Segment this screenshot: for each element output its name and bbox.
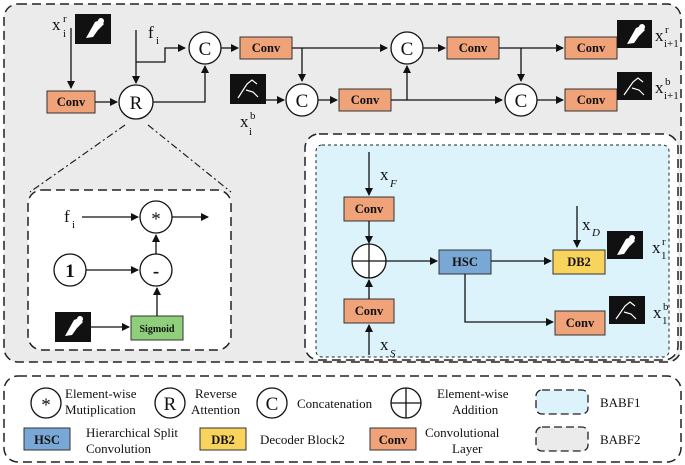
babf1-inner	[315, 144, 670, 358]
babf1-label-x-s-sub: S	[390, 348, 396, 360]
conv-box-bottom-2-label: Conv	[577, 93, 606, 107]
label-x-i-b: x	[240, 112, 249, 131]
conv-box-top-2-label: Conv	[459, 41, 488, 55]
label-x-i-b-sub: i	[249, 126, 252, 138]
legend-hsc-box-label: HSC	[34, 433, 60, 447]
label-x-i-r: x	[52, 15, 61, 34]
legend-db2-box-label: DB2	[211, 433, 235, 447]
legend-add-line1: Element-wise	[437, 386, 509, 401]
babf1-label-x-d: x	[582, 215, 591, 234]
edge-fi-to-concat1	[136, 44, 186, 63]
legend-hsc-line2: Convolution	[86, 441, 152, 456]
legend-conv-line1: Convolutional	[425, 425, 500, 440]
label-x-out-r-sub: i+1	[664, 38, 679, 50]
legend-hsc-box	[23, 427, 71, 451]
legend-concat-icon	[256, 387, 288, 419]
legend-db2-label: Decoder Block2	[260, 432, 345, 447]
concat-node-4-label: C	[515, 91, 528, 112]
label-x-out-b: x	[655, 78, 664, 97]
ra-mask-thumbnail	[55, 312, 91, 342]
concat-node-1-label: C	[199, 39, 212, 60]
legend-conv-box	[369, 427, 417, 451]
ra-one-node-label: 1	[65, 261, 75, 282]
legend-babf1-label: BABF1	[600, 395, 640, 410]
legend-concat-symbol: C	[266, 394, 279, 415]
legend-babf2-swatch	[535, 426, 589, 452]
label-x-i-r-sub: i	[63, 28, 66, 40]
babf1-mask-out-b	[609, 296, 645, 324]
legend-babf2-label: BABF2	[600, 432, 640, 447]
legend-reverse-line1: Reverse	[195, 386, 237, 401]
ra-label-f-i: f	[64, 207, 70, 226]
label-f-i: f	[148, 23, 154, 42]
ra-label-f-i-sub: i	[72, 219, 75, 231]
label-x-i-r-sup: r	[63, 13, 67, 25]
ra-minus-node-label: -	[153, 261, 159, 282]
legend-hsc-line1: Hierarchical Split	[86, 425, 178, 440]
legend-mult-symbol: *	[41, 395, 51, 416]
label-x-out-b-sup: b	[665, 76, 671, 88]
babf1-label-x1-b-sub: 1	[662, 315, 668, 327]
legend-concat-label: Concatenation	[297, 396, 373, 411]
legend-reverse-icon	[154, 387, 186, 419]
mask-thumbnail-x-i-b	[230, 74, 266, 104]
legend-babf1-swatch	[535, 389, 589, 415]
babf1-hsc-label: HSC	[452, 255, 478, 269]
legend-conv-box-label: Conv	[379, 433, 408, 447]
babf1-label-x-d-sub: D	[591, 227, 600, 239]
babf1-label-x1-r: x	[652, 238, 661, 257]
concat-node-2-label: C	[296, 91, 309, 112]
babf1-edge-hsc-to-conv	[464, 274, 554, 326]
babf1-label-x1-b: x	[653, 303, 662, 322]
legend-conv-line2: Layer	[452, 441, 483, 456]
babf1-conv-right	[554, 310, 606, 336]
label-x-i-b-sup: b	[250, 110, 256, 122]
babf1-hsc-box	[438, 249, 492, 275]
mask-thumbnail-x-i-r	[75, 14, 111, 44]
legend-add-line2: Addition	[452, 402, 499, 417]
babf1-label-x-s: x	[380, 335, 389, 354]
babf1-label-x-f-sub: F	[389, 178, 397, 190]
label-x-out-r-sup: r	[665, 24, 669, 36]
ra-sigmoid-box	[130, 315, 184, 341]
conv-box-left-label: Conv	[57, 95, 86, 109]
label-x-out-r: x	[655, 26, 664, 45]
babf1-db2-box	[552, 249, 606, 275]
ra-sigmoid-label: Sigmoid	[139, 324, 174, 335]
label-x-out-b-sub: i+1	[664, 90, 679, 102]
legend-db2-box	[199, 427, 247, 451]
ra-mult-node-label: *	[151, 209, 161, 230]
babf1-mask-out-r	[607, 231, 643, 259]
legend-add-icon	[390, 387, 422, 419]
zoom-line-right	[147, 124, 232, 193]
babf1-db2-label: DB2	[567, 255, 591, 269]
legend-mult-line2: Mutiplication	[65, 402, 136, 417]
babf1-label-x-f: x	[380, 165, 389, 184]
legend-mult-icon	[30, 387, 62, 419]
conv-box-top-1-label: Conv	[252, 41, 281, 55]
zoom-line-left	[29, 124, 126, 193]
concat-node-3-label: C	[401, 39, 414, 60]
legend-reverse-line2: Attention	[191, 402, 241, 417]
label-f-i-sub: i	[156, 35, 159, 47]
edge-r-to-concat1	[153, 65, 209, 103]
reverse-attention-node-label: R	[130, 93, 143, 114]
babf1-label-x1-r-sub: 1	[661, 250, 667, 262]
legend-reverse-symbol: R	[164, 394, 177, 415]
conv-box-bottom-1-label: Conv	[351, 93, 380, 107]
babf1-label-x1-r-sup: r	[662, 236, 666, 248]
legend-mult-line1: Element-wise	[65, 386, 137, 401]
babf1-conv-top-label: Conv	[355, 202, 384, 216]
conv-box-top-3-label: Conv	[577, 41, 606, 55]
babf1-conv-right-label: Conv	[566, 316, 595, 330]
mask-thumbnail-out-r	[617, 20, 652, 48]
babf1-conv-top	[343, 196, 395, 222]
babf1-conv-bottom	[343, 298, 395, 324]
babf1-conv-bottom-label: Conv	[355, 304, 384, 318]
mask-thumbnail-out-b	[617, 72, 652, 100]
babf1-label-x1-b-sup: b	[663, 301, 669, 313]
